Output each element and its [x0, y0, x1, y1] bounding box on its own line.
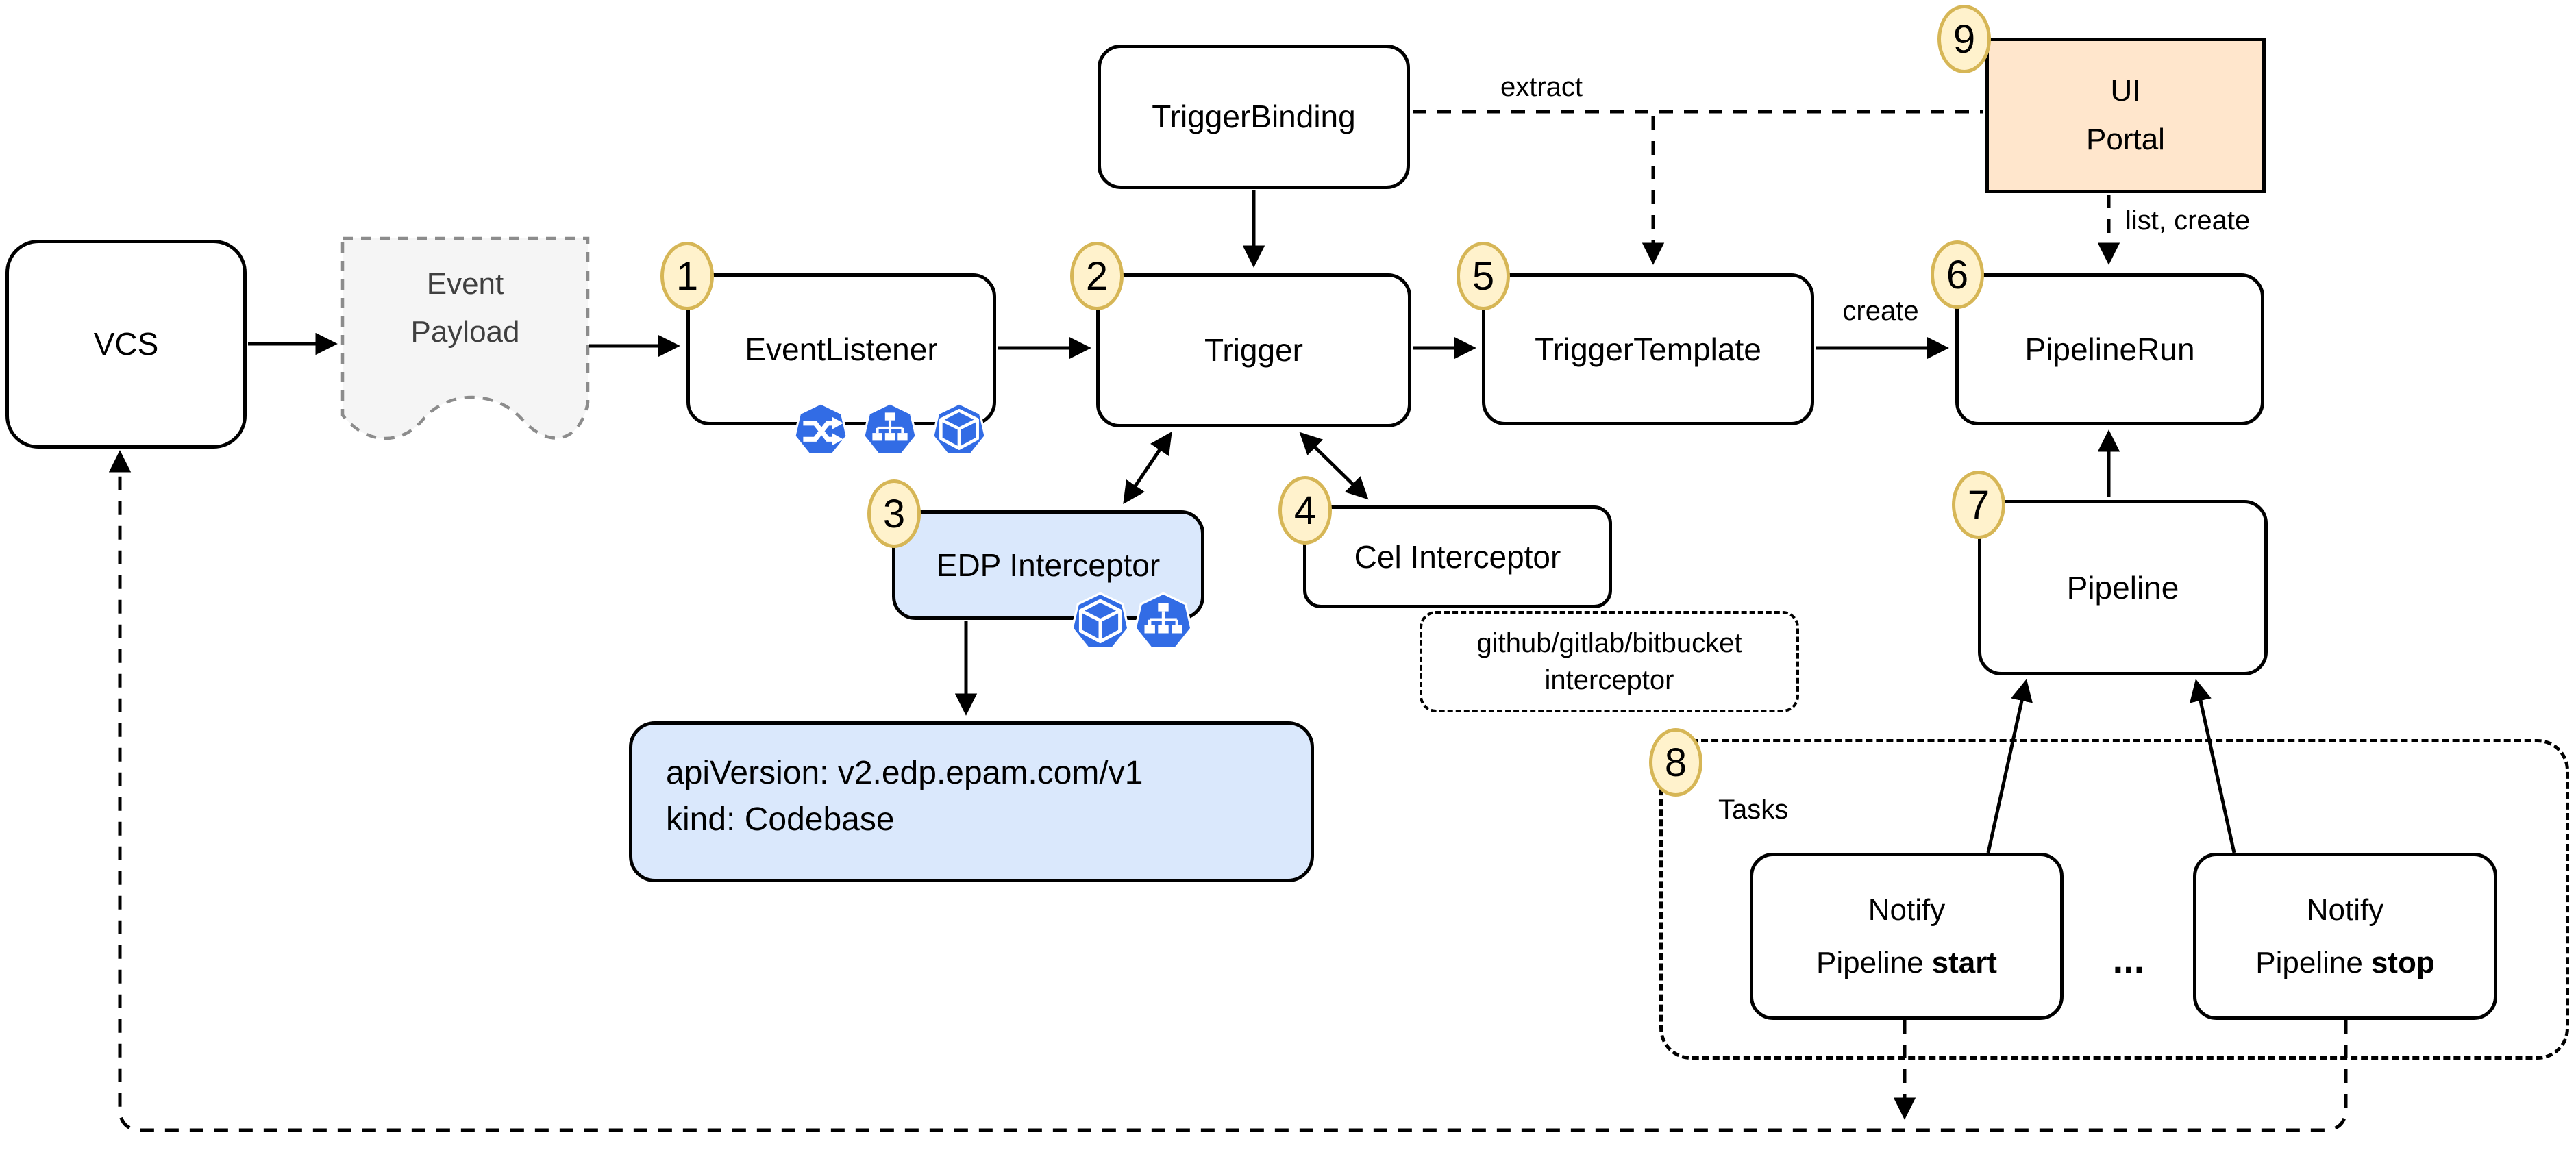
k8s-pod-icon — [931, 402, 987, 458]
step-badge-5: 5 — [1457, 242, 1510, 310]
notify-start-line2: Pipeline start — [1816, 946, 1997, 979]
step-badge-4: 4 — [1278, 476, 1332, 545]
edge-label-list-create: list, create — [2125, 205, 2251, 236]
edge-notifystop-to-pipeline — [2190, 679, 2236, 853]
codebase-resource-text: apiVersion: v2.edp.epam.com/v1 kind: Cod… — [666, 750, 1143, 843]
cel-interceptor-label: Cel Interceptor — [1354, 538, 1561, 575]
notify-start-line1: Notify — [1868, 893, 1946, 927]
node-notify-pipeline-stop: Notify Pipeline stop — [2193, 853, 2497, 1020]
node-cel-interceptor: Cel Interceptor — [1303, 505, 1612, 608]
node-event-payload-label: Event Payload — [410, 267, 520, 349]
node-trigger-template: TriggerTemplate — [1482, 273, 1814, 425]
node-vcs: VCS — [5, 240, 247, 449]
step-badge-8: 8 — [1649, 728, 1702, 797]
event-listener-label: EventListener — [745, 331, 938, 367]
edge-notifystop-feedback-to-vcs — [108, 450, 2348, 1132]
tasks-group-label: Tasks — [1718, 795, 1789, 825]
vcs-label: VCS — [93, 326, 159, 362]
pipeline-label: Pipeline — [2066, 569, 2179, 606]
node-pipeline-run: PipelineRun — [1955, 273, 2264, 425]
trigger-template-label: TriggerTemplate — [1535, 331, 1761, 367]
k8s-pod-icon — [1070, 592, 1130, 652]
group-tasks — [1659, 739, 2569, 1060]
ui-portal-line2: Portal — [2086, 122, 2165, 156]
vcs-interceptor-note-line1: github/gitlab/bitbucket — [1476, 628, 1742, 658]
node-trigger: Trigger — [1096, 273, 1411, 427]
event-listener-icons — [793, 402, 987, 458]
codebase-kind: kind: Codebase — [666, 801, 895, 838]
step-badge-6: 6 — [1931, 240, 1984, 309]
step-badge-1: 1 — [660, 242, 714, 310]
node-trigger-binding: TriggerBinding — [1098, 45, 1410, 189]
tasks-ellipsis: ... — [2112, 938, 2145, 981]
edge-label-extract: extract — [1500, 72, 1583, 102]
k8s-deployment-icon — [862, 402, 918, 458]
edp-interceptor-icons — [1070, 592, 1193, 652]
pipeline-run-label: PipelineRun — [2024, 331, 2195, 367]
step-badge-2: 2 — [1070, 242, 1124, 310]
step-badge-7: 7 — [1952, 471, 2005, 539]
vcs-interceptor-note-line2: interceptor — [1544, 665, 1674, 695]
edge-notifystart-to-pipeline — [1986, 679, 2033, 853]
event-payload-shape — [340, 236, 590, 440]
node-notify-pipeline-start: Notify Pipeline start — [1750, 853, 2064, 1020]
trigger-label: Trigger — [1204, 332, 1303, 369]
edge-label-create: create — [1842, 296, 1919, 326]
edp-interceptor-label: EDP Interceptor — [936, 547, 1161, 583]
notify-stop-line1: Notify — [2306, 893, 2384, 927]
edge-trigger-cel-bidirectional — [1299, 432, 1369, 500]
node-pipeline: Pipeline — [1978, 500, 2268, 675]
trigger-binding-label: TriggerBinding — [1152, 99, 1356, 135]
step-badge-9: 9 — [1937, 5, 1991, 73]
k8s-service-icon — [793, 402, 849, 458]
step-badge-3: 3 — [867, 479, 921, 548]
edge-trigger-edp-bidirectional — [1123, 431, 1172, 505]
ui-portal-line1: UI — [2110, 74, 2141, 108]
node-ui-portal: UI Portal — [1985, 38, 2266, 193]
k8s-deployment-icon — [1133, 592, 1193, 652]
node-codebase-resource — [629, 721, 1314, 882]
notify-stop-line2: Pipeline stop — [2255, 946, 2435, 979]
codebase-apiversion: apiVersion: v2.edp.epam.com/v1 — [666, 755, 1143, 791]
node-vcs-interceptor-note: github/gitlab/bitbucket interceptor — [1420, 611, 1799, 712]
